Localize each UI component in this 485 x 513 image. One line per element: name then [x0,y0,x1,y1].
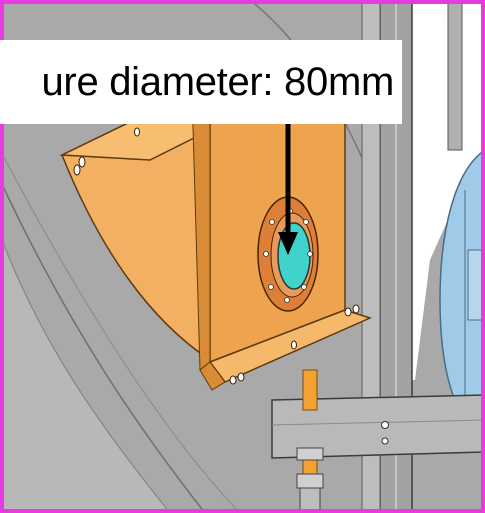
mounting-hole [78,156,86,168]
mounting-hole [229,375,237,385]
mounting-hole [237,372,245,382]
flange-bolt [269,219,275,225]
flange-bolt [263,251,269,257]
drum-edge-line [0,179,206,513]
flange-bolt [268,284,274,290]
crossbar [271,394,485,459]
flange-bolt [307,251,313,257]
mounting-hole [134,127,140,137]
drum-edge-line-2 [0,149,241,513]
steel-post-left [361,0,381,513]
threaded-rod [302,369,318,411]
mounting-hole [344,307,352,317]
annotation-arrowhead [278,232,298,255]
annotation-label-box: ure diameter: 80mm [0,40,402,124]
crossbar-hole [381,421,389,429]
background-panel [410,0,485,380]
flange-bolt [303,219,309,225]
drum-inner-face [0,234,171,513]
flange-bolt [301,284,307,290]
mounting-hole [352,304,360,314]
mounting-hole [73,164,81,176]
steel-post-far [447,0,463,151]
crossbar-hole [381,437,389,445]
fan-hub [467,249,485,321]
annotation-label: ure diameter: 80mm [41,59,394,104]
hex-nut [296,473,324,489]
flange-bolt [284,297,290,303]
hex-nut [296,447,324,461]
mounting-hole [291,340,297,350]
